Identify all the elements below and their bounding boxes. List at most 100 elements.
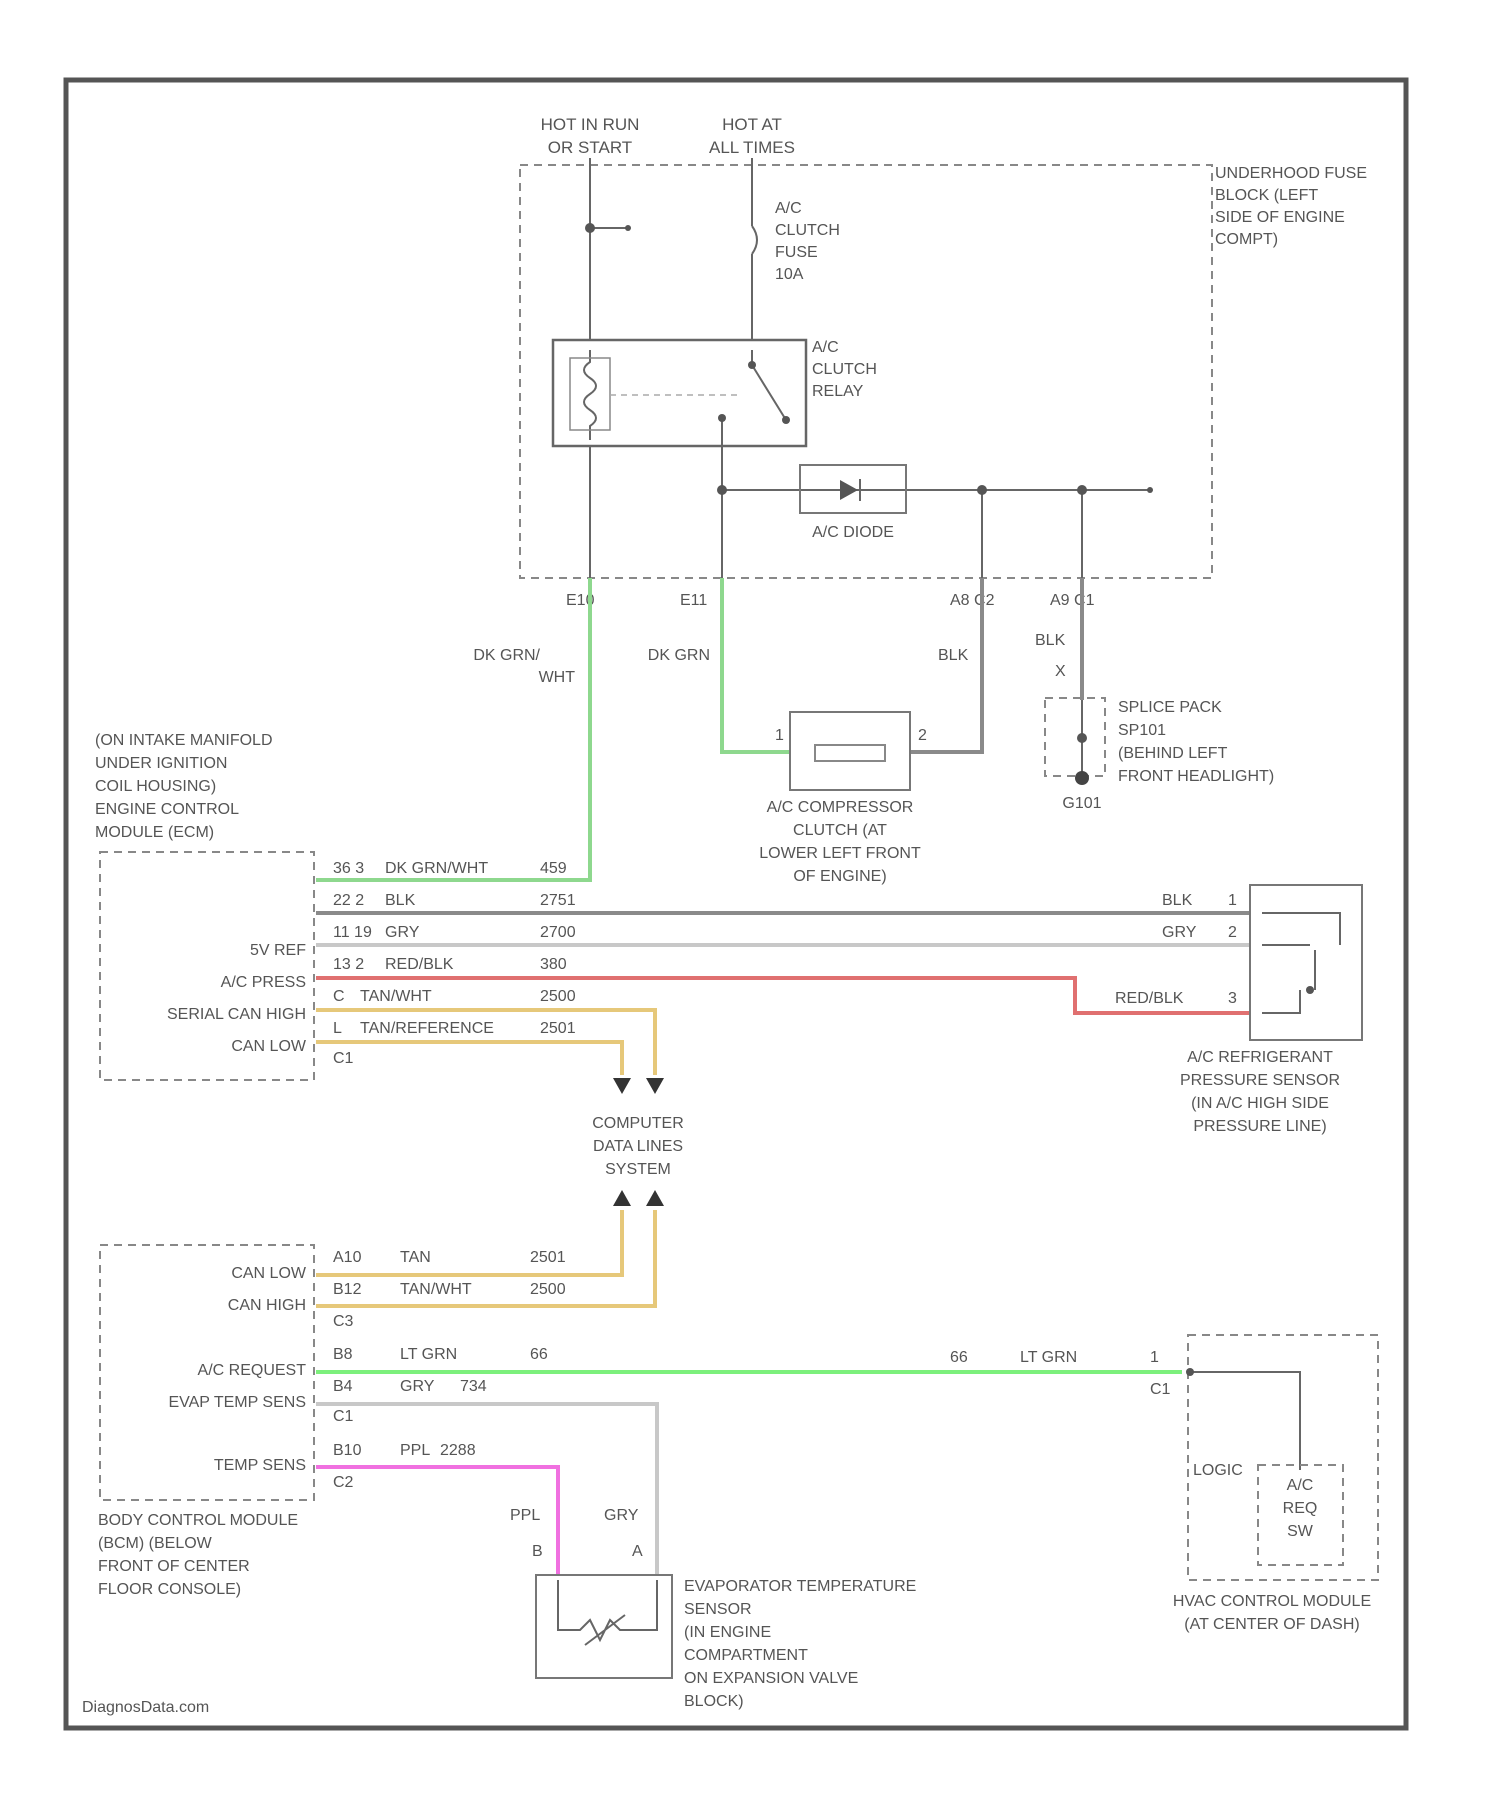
pressure-sensor-box (1250, 885, 1362, 1040)
hvac-wire-label: LT GRN (1020, 1349, 1077, 1366)
clutch-fuse-symbol (752, 226, 757, 254)
hot-all-label-2: ALL TIMES (709, 138, 795, 157)
bcm-row-wire: TAN/WHT (400, 1281, 472, 1298)
evap-label-4: COMPARTMENT (684, 1647, 808, 1664)
dk-grn-wht-label: DK GRN/ (473, 647, 540, 664)
bcm-label-can-low: CAN LOW (231, 1265, 307, 1282)
ecm-label-1: (ON INTAKE MANIFOLD (95, 732, 273, 749)
fuse-label-4: 10A (775, 266, 804, 283)
ecm-row-circuit: 2501 (540, 1020, 576, 1037)
ecm-row-pin: 13 2 (333, 956, 364, 973)
evap-pin-b: B (532, 1543, 543, 1560)
tan-can-low-bcm-wire (316, 1210, 622, 1275)
compressor-pin-1: 1 (775, 727, 784, 744)
ecm-row-pin: 36 3 (333, 860, 364, 877)
relay-coil-icon (584, 350, 596, 440)
ac-req-sw-label-3: SW (1287, 1523, 1314, 1540)
ecm-row-circuit: 2700 (540, 924, 576, 941)
hvac-label-2: (AT CENTER OF DASH) (1184, 1616, 1359, 1633)
arrow-up-icon (613, 1190, 631, 1206)
junction-dot (717, 485, 727, 495)
evap-wire-ppl: PPL (510, 1507, 540, 1524)
watermark: DiagnosData.com (82, 1699, 209, 1716)
pressure-sensor-label-2: PRESSURE SENSOR (1180, 1072, 1340, 1089)
bcm-row-pin: B12 (333, 1281, 362, 1298)
fuse-block-label-1: UNDERHOOD FUSE (1215, 165, 1367, 182)
dk-grn-wht-label-2: WHT (539, 669, 576, 686)
bcm-row-wire: TAN (400, 1249, 431, 1266)
tan-wht-can-high-bcm-wire (316, 1210, 655, 1306)
bcm-label-2: (BCM) (BELOW (98, 1535, 213, 1552)
evap-label-5: ON EXPANSION VALVE (684, 1670, 858, 1687)
evap-label-2: SENSOR (684, 1601, 752, 1618)
relay-label-3: RELAY (812, 383, 864, 400)
blk-clutch-label: BLK (938, 647, 969, 664)
bcm-row-pin: B4 (333, 1378, 353, 1395)
junction-dot (977, 485, 987, 495)
data-lines-label-3: SYSTEM (605, 1161, 671, 1178)
data-lines-label-1: COMPUTER (592, 1115, 684, 1132)
compressor-label-2: CLUTCH (AT (793, 822, 887, 839)
ecm-row-wire: TAN/WHT (360, 988, 432, 1005)
arrow-down-icon (613, 1078, 631, 1094)
fuse-label-2: CLUTCH (775, 222, 840, 239)
compressor-pin-2: 2 (918, 727, 927, 744)
ecm-row-wire: DK GRN/WHT (385, 860, 488, 877)
fuse-block-label-3: SIDE OF ENGINE (1215, 209, 1345, 226)
ecm-row-pin: L (333, 1020, 342, 1037)
compressor-clutch-box (790, 712, 910, 790)
arrow-up-icon (646, 1190, 664, 1206)
junction-dot (1147, 487, 1153, 493)
splice-label-2: SP101 (1118, 722, 1166, 739)
ecm-label-2: UNDER IGNITION (95, 755, 227, 772)
terminal-a9-c1: A9 C1 (1050, 592, 1095, 609)
pressure-sensor-label-1: A/C REFRIGERANT (1187, 1049, 1333, 1066)
dk-grn-label: DK GRN (648, 647, 710, 664)
evap-label-6: BLOCK) (684, 1693, 744, 1710)
red-blk-ac-press-wire (316, 978, 1250, 1013)
bcm-row-circuit: 66 (530, 1346, 548, 1363)
hvac-circuit-label: 66 (950, 1349, 968, 1366)
fuse-label-3: FUSE (775, 244, 818, 261)
ecm-label-ac-press: A/C PRESS (221, 974, 306, 991)
diode-label: A/C DIODE (812, 524, 894, 541)
ecm-row-wire: GRY (385, 924, 420, 941)
junction-dot (1077, 733, 1087, 743)
bcm-row-pin: C2 (333, 1474, 354, 1491)
ac-req-sw-label-1: A/C (1287, 1477, 1314, 1494)
ecm-label-can-low: CAN LOW (231, 1038, 307, 1055)
junction-dot (1306, 986, 1314, 994)
bcm-row-circuit: 2501 (530, 1249, 566, 1266)
hvac-pin-label: 1 (1150, 1349, 1159, 1366)
bcm-row-wire: PPL (400, 1442, 430, 1459)
arrow-down-icon (646, 1078, 664, 1094)
ecm-row-circuit: 2751 (540, 892, 576, 909)
bcm-row-pin: B10 (333, 1442, 362, 1459)
ecm-label-3: COIL HOUSING) (95, 778, 216, 795)
splice-pack-outline (1045, 698, 1105, 776)
hot-all-label: HOT AT (722, 115, 782, 134)
bcm-row-pin: B8 (333, 1346, 353, 1363)
fuse-block-label-2: BLOCK (LEFT (1215, 187, 1318, 204)
evap-wire-gry: GRY (604, 1507, 639, 1524)
diagram-frame (66, 80, 1406, 1728)
fuse-block-label-4: COMPT) (1215, 231, 1278, 248)
ac-req-sw-label-2: REQ (1283, 1500, 1318, 1517)
gry-evap-wire (316, 1404, 657, 1575)
evap-sensor-box (536, 1575, 672, 1678)
ecm-row-pin: 22 2 (333, 892, 364, 909)
ecm-row-circuit: 459 (540, 860, 567, 877)
evap-label-3: (IN ENGINE (684, 1624, 771, 1641)
pressure-sensor-icon (1262, 913, 1340, 1013)
ecm-row-wire: TAN/REFERENCE (360, 1020, 494, 1037)
pressure-pin-2: 2 (1228, 924, 1237, 941)
pressure-pin-1: 1 (1228, 892, 1237, 909)
bcm-row-pin: C1 (333, 1408, 354, 1425)
diode-icon (840, 480, 858, 500)
bcm-label-can-high: CAN HIGH (228, 1297, 306, 1314)
compressor-label-1: A/C COMPRESSOR (767, 799, 914, 816)
thermistor-icon (558, 1580, 657, 1645)
ground-icon (1075, 771, 1089, 785)
data-lines-label-2: DATA LINES (593, 1138, 683, 1155)
ecm-row-wire: BLK (385, 892, 416, 909)
